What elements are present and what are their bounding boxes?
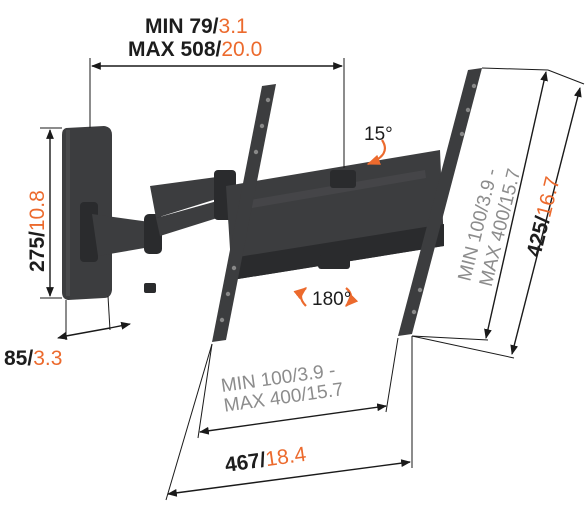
overall-width-dimension xyxy=(165,336,413,501)
plate-height-dimension xyxy=(40,127,62,299)
overall-height-label: 425/16.7 xyxy=(523,174,565,259)
tilt-arrow xyxy=(366,139,386,166)
vesa-vertical-label: MIN 100/3.9 - MAX 400/15.7 xyxy=(454,166,525,288)
overall-width-label: 467/18.4 xyxy=(223,443,307,477)
vesa-horizontal-label: MIN 100/3.9 - MAX 400/15.7 xyxy=(220,360,345,417)
overall-height-dimension xyxy=(411,69,585,359)
tilt-label: 15° xyxy=(364,124,393,145)
vertical-bracket-left xyxy=(212,84,276,342)
plate-depth-dimension xyxy=(57,295,131,340)
plate-depth-label: 85/3.3 xyxy=(4,347,62,370)
swivel-arrow xyxy=(293,287,359,307)
vesa-horizontal-dimension xyxy=(197,337,399,439)
vertical-bracket-right xyxy=(398,68,482,336)
swivel-label: 180° xyxy=(312,289,351,310)
arm-extension-dimension xyxy=(89,58,345,168)
arm-min-label: MIN 79/3.1 xyxy=(145,15,248,38)
arm-max-label: MAX 508/20.0 xyxy=(128,38,262,61)
tv-bracket-frame xyxy=(226,150,444,280)
plate-height-label: 275/10.8 xyxy=(26,190,49,272)
swivel-arm xyxy=(80,170,236,293)
